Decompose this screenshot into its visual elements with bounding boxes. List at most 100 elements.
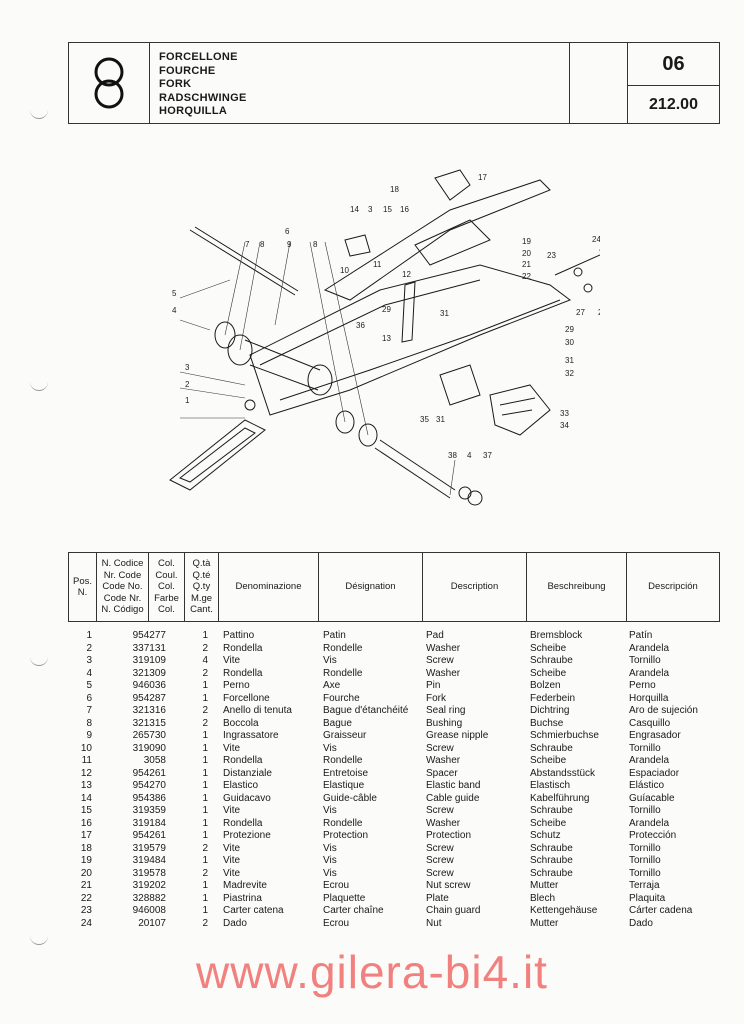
cell-pos: 23 bbox=[80, 905, 92, 916]
cell-de: Schraube bbox=[530, 855, 573, 866]
callout: 14 bbox=[350, 205, 359, 214]
page-code: 212.00 bbox=[649, 95, 698, 113]
header-fr-label: Désignation bbox=[345, 581, 396, 593]
cell-it: Elastico bbox=[223, 780, 259, 791]
cell-en: Elastic band bbox=[426, 780, 481, 791]
cell-en: Bushing bbox=[426, 717, 463, 729]
header-divider bbox=[569, 43, 570, 123]
cell-es: Tornillo bbox=[629, 805, 661, 816]
callout: 28 bbox=[598, 308, 600, 317]
cell-en: Protection bbox=[426, 830, 472, 841]
cell-en: Pin bbox=[426, 680, 441, 691]
cell-code: 954386 bbox=[132, 792, 166, 804]
cell-de: Scheibe bbox=[530, 817, 567, 829]
cell-it: Perno bbox=[223, 680, 250, 691]
cell-de: Schraube bbox=[530, 805, 573, 816]
callout: 1 bbox=[185, 396, 190, 405]
callout: 2 bbox=[185, 380, 190, 389]
cell-code: 328882 bbox=[132, 892, 166, 904]
cell-pos: 9 bbox=[86, 730, 92, 741]
cell-pos: 21 bbox=[80, 880, 92, 891]
callout: 30 bbox=[565, 338, 574, 347]
cell-en: Nut screw bbox=[426, 880, 471, 891]
cell-en: Screw bbox=[426, 855, 454, 866]
cell-code: 319090 bbox=[132, 742, 166, 754]
exploded-diagram: 1 2 3 4 5 6 7 8 9 8 14 3 15 16 17 18 19 … bbox=[150, 160, 629, 520]
callout: 19 bbox=[522, 237, 531, 246]
cell-pos: 16 bbox=[80, 817, 92, 829]
cell-es: Arandela bbox=[629, 667, 670, 679]
cell-en: Nut bbox=[426, 917, 442, 929]
cell-de: Schmierbuchse bbox=[530, 730, 599, 741]
cell-it: Guidacavo bbox=[223, 792, 271, 804]
cell-pos: 17 bbox=[80, 830, 92, 841]
cell-pos: 15 bbox=[80, 805, 92, 816]
cell-de: Schraube bbox=[530, 842, 573, 854]
binder-hole bbox=[30, 655, 48, 666]
cell-it: Vite bbox=[223, 805, 241, 816]
cell-fr: Rondelle bbox=[323, 642, 363, 654]
cell-qty: 1 bbox=[202, 742, 208, 754]
cell-pos: 13 bbox=[80, 780, 92, 791]
header-color-label: Col. Coul. Col. Farbe Col. bbox=[154, 558, 179, 616]
cell-fr: Vis bbox=[323, 855, 337, 866]
cell-qty: 2 bbox=[202, 705, 208, 716]
cell-code: 319109 bbox=[132, 655, 166, 666]
cell-en: Washer bbox=[426, 755, 461, 766]
cell-code: 3058 bbox=[143, 755, 166, 766]
cell-fr: Ecrou bbox=[323, 880, 350, 891]
cell-qty: 1 bbox=[202, 830, 208, 841]
callout: 11 bbox=[373, 260, 382, 269]
cell-pos: 7 bbox=[86, 705, 92, 716]
cell-qty: 1 bbox=[202, 892, 208, 904]
title-en: FORK bbox=[159, 78, 192, 90]
callout: 31 bbox=[440, 309, 449, 318]
callout: 34 bbox=[560, 421, 569, 430]
header-qty: Q.tà Q.té Q.ty M.ge Cant. bbox=[185, 553, 219, 621]
cell-qty: 1 bbox=[202, 880, 208, 891]
callout: 27 bbox=[576, 308, 585, 317]
cell-it: Vite bbox=[223, 655, 241, 666]
cell-pos: 2 bbox=[86, 642, 92, 654]
cell-en: Screw bbox=[426, 867, 454, 879]
cell-fr: Carter chaîne bbox=[323, 905, 384, 916]
cell-code: 337131 bbox=[132, 642, 166, 654]
callout: 8 bbox=[313, 240, 318, 249]
callout: 21 bbox=[522, 260, 531, 269]
cell-de: Schraube bbox=[530, 742, 573, 754]
cell-es: Arandela bbox=[629, 817, 670, 829]
cell-it: Rondella bbox=[223, 755, 263, 766]
callout: 3 bbox=[185, 363, 190, 372]
cell-fr: Bague bbox=[323, 717, 352, 729]
cell-code: 954261 bbox=[132, 830, 166, 841]
cell-de: Blech bbox=[530, 892, 556, 904]
header-de: Beschreibung bbox=[527, 553, 627, 621]
cell-fr: Ecrou bbox=[323, 917, 350, 929]
cell-es: Horquilla bbox=[629, 692, 669, 704]
cell-qty: 1 bbox=[202, 767, 208, 779]
header-code: N. Codice Nr. Code Code No. Code Nr. N. … bbox=[97, 553, 149, 621]
cell-it: Distanziale bbox=[223, 767, 272, 779]
cell-code: 321315 bbox=[132, 717, 166, 729]
cell-pos: 12 bbox=[80, 767, 92, 779]
cell-qty: 1 bbox=[202, 905, 208, 916]
cell-pos: 19 bbox=[80, 855, 92, 866]
cell-es: Casquillo bbox=[629, 717, 671, 729]
cell-en: Fork bbox=[426, 692, 446, 704]
cell-qty: 1 bbox=[202, 755, 208, 766]
header-color: Col. Coul. Col. Farbe Col. bbox=[149, 553, 185, 621]
cell-fr: Elastique bbox=[323, 780, 365, 791]
cell-fr: Vis bbox=[323, 842, 337, 854]
cell-it: Rondella bbox=[223, 817, 263, 829]
header-es: Descripción bbox=[627, 553, 719, 621]
cell-es: Tornillo bbox=[629, 842, 661, 854]
cell-es: Dado bbox=[629, 917, 653, 929]
cell-it: Pattino bbox=[223, 630, 255, 641]
